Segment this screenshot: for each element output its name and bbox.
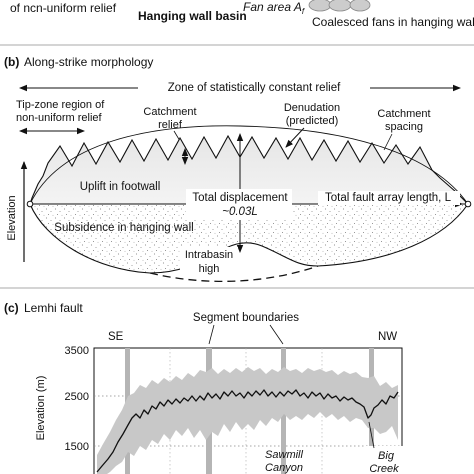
big-creek-label-bg: [366, 446, 406, 474]
big-creek-leader: [368, 421, 375, 449]
panel-b: (b) Along-strike morphology Zone of stat…: [4, 55, 472, 283]
fault-length-label-bg: [318, 191, 460, 205]
panel-b-title: Along-strike morphology: [24, 55, 153, 69]
elevation-y-label: Elevation (m): [35, 376, 47, 441]
catchment-relief-label-1: Catchment: [143, 106, 196, 118]
panel-c: (c) Lemhi fault Segment boundaries SE NW…: [4, 301, 406, 474]
segment-leader-1: [208, 324, 215, 345]
panel-c-letter: (c): [4, 301, 19, 315]
coalesced-fans-label: Coalesced fans in hanging wall: [312, 15, 474, 29]
intrabasin-label-bg: [180, 247, 238, 276]
segment-boundaries-label: Segment boundaries: [193, 312, 299, 324]
sawmill-canyon-label-1: Sawmill: [265, 449, 303, 461]
nw-label: NW: [378, 331, 397, 343]
big-creek-label-1: Big: [378, 450, 395, 462]
fault-length-label: Total fault array length, L: [325, 192, 452, 204]
zone-label-bg: [138, 79, 370, 95]
uplift-region: [29, 134, 470, 205]
subsidence-region: [30, 204, 468, 273]
restored-basin-dashed: [149, 265, 319, 283]
catchment-spacing-label-2: spacing: [385, 121, 423, 133]
subsidence-outline: [29, 203, 151, 274]
big-creek-label-2: Creek: [369, 463, 399, 474]
ytick-3500: 3500: [65, 345, 89, 357]
se-label: SE: [108, 331, 124, 343]
fault-tip-right: [464, 200, 472, 208]
ytick-1500: 1500: [65, 441, 89, 453]
fault-tip-left: [26, 200, 34, 208]
total-displacement-value: ~0.03L: [222, 206, 258, 218]
denudation-label-2: (predicted): [286, 115, 339, 127]
fan-area-label: Fan area Af: [243, 0, 305, 16]
hanging-wall-basin-label: Hanging wall basin: [138, 9, 247, 23]
tip-zone-label-1: Tip-zone region of: [16, 99, 105, 111]
catchment-spacing-label-1: Catchment: [377, 108, 430, 120]
total-displacement-bg: [186, 189, 292, 220]
segment-leader-2: [269, 324, 284, 345]
nonuniform-relief-label: of ncn-uniform relief: [10, 1, 117, 15]
denudation-arrow: [285, 127, 305, 148]
intrabasin-label-2: high: [199, 263, 220, 275]
tip-zone-label-2: non-uniform relief: [16, 112, 103, 124]
envelope-curve: [29, 125, 469, 205]
panel-b-letter: (b): [4, 55, 19, 69]
sawmill-canyon-label-2: Canyon: [265, 462, 303, 474]
subsidence-label: Subsidence in hanging wall: [54, 222, 193, 234]
ytick-2500: 2500: [65, 391, 89, 403]
coalesced-fans-icon: [308, 0, 371, 12]
subsidence-outline-right: [317, 203, 469, 267]
top-strip: of ncn-uniform relief Hanging wall basin…: [10, 0, 474, 29]
elevation-axis-label: Elevation: [6, 195, 18, 240]
panel-c-title: Lemhi fault: [24, 301, 83, 315]
uplift-label: Uplift in footwall: [80, 181, 161, 193]
elevation-range-band: [97, 367, 398, 474]
denudation-label-1: Denudation: [284, 102, 340, 114]
catchment-spacing-leader: [383, 133, 393, 151]
total-displacement-label: Total displacement: [192, 192, 288, 204]
zone-label: Zone of statistically constant relief: [168, 82, 341, 94]
intrabasin-label-1: Intrabasin: [185, 249, 233, 261]
mean-elevation-line: [96, 389, 399, 473]
